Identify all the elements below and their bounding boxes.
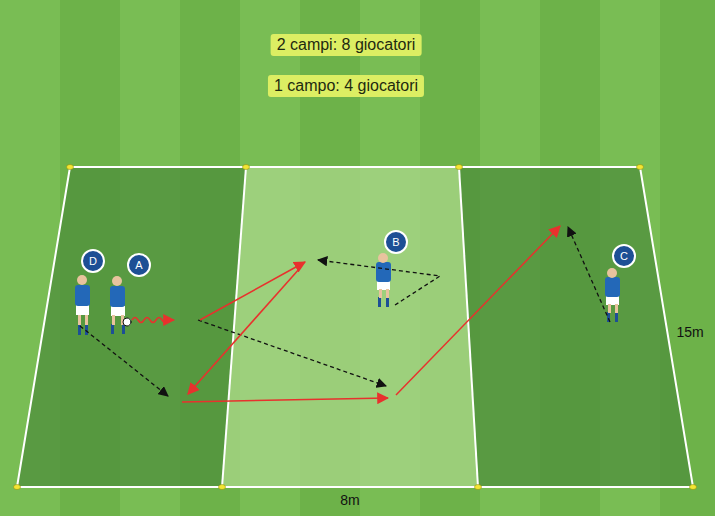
player-letter: B [392, 236, 399, 248]
player-letter: A [135, 259, 142, 271]
player-marker: B [384, 230, 408, 254]
player-marker: A [127, 253, 151, 277]
player-letter: C [620, 250, 628, 262]
dimension-label: 8m [340, 492, 359, 508]
tag-text: 2 campi: 8 giocatori [277, 36, 416, 53]
player-count-tag: 1 campo: 4 giocatori [268, 75, 424, 97]
dimension-label: 15m [676, 324, 703, 340]
player-letter: D [89, 255, 97, 267]
player-marker: D [81, 249, 105, 273]
player-marker: C [612, 244, 636, 268]
tag-text: 1 campo: 4 giocatori [274, 77, 418, 94]
player-count-tag: 2 campi: 8 giocatori [271, 34, 422, 56]
